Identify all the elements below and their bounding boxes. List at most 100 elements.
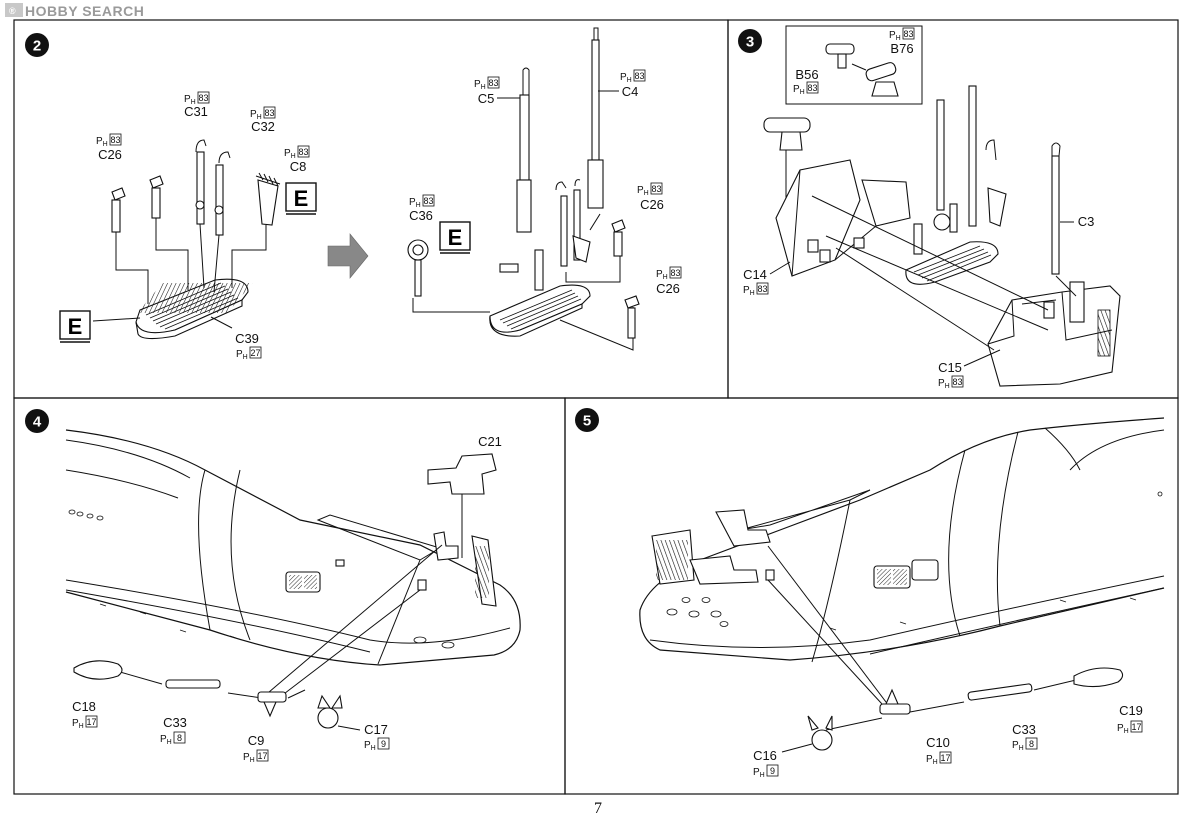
next-arrow-icon	[327, 233, 369, 279]
label-c39: C39 PH 27	[235, 331, 262, 361]
svg-text:17: 17	[1131, 722, 1141, 732]
svg-text:3: 3	[746, 34, 754, 51]
svg-text:83: 83	[264, 108, 274, 118]
svg-text:C39: C39	[235, 331, 259, 346]
deck-hatch-lines	[145, 282, 239, 330]
svg-text:C31: C31	[184, 104, 208, 119]
label-b76: PH 83 B76	[889, 27, 915, 56]
svg-text:83: 83	[634, 71, 644, 81]
svg-text:PH: PH	[284, 148, 296, 160]
svg-text:83: 83	[110, 135, 120, 145]
step-3: 3 PH 83 B76 B56 PH 83	[738, 25, 1121, 390]
part-c26-left	[111, 187, 126, 233]
svg-text:4: 4	[33, 414, 42, 431]
step-number-badge: 5	[575, 408, 599, 432]
label-c4: PH 83 C4	[598, 69, 646, 99]
svg-text:C26: C26	[640, 197, 664, 212]
step-number-badge: 4	[25, 409, 49, 433]
svg-text:C15: C15	[938, 360, 962, 375]
label-c15: C15 PH 83	[938, 349, 1001, 390]
svg-text:E: E	[294, 186, 309, 211]
svg-text:17: 17	[940, 753, 950, 763]
svg-text:PH: PH	[96, 136, 108, 148]
label-c8: PH 83 C8	[284, 145, 310, 174]
svg-text:C32: C32	[251, 119, 275, 134]
assembly-arrows	[811, 195, 1077, 351]
svg-text:PH: PH	[637, 185, 649, 197]
part-c8	[255, 172, 281, 226]
step-number: 2	[33, 38, 41, 55]
step4-leaders	[119, 494, 463, 701]
svg-text:PH: PH	[474, 79, 486, 91]
panel-step-5	[564, 397, 1179, 795]
svg-text:PH: PH	[1117, 723, 1129, 735]
step-number-badge: 3	[738, 29, 762, 53]
svg-text:PH: PH	[243, 752, 255, 764]
svg-text:C36: C36	[409, 208, 433, 223]
ship-hull-bow	[65, 429, 521, 666]
svg-text:C33: C33	[1012, 722, 1036, 737]
label-c26: PH 83 C26	[96, 133, 122, 162]
watermark-text: HOBBY SEARCH	[25, 3, 144, 19]
svg-text:PH: PH	[743, 285, 755, 297]
svg-text:C26: C26	[656, 281, 680, 296]
part-c9	[257, 691, 287, 718]
part-c18	[73, 660, 123, 680]
svg-text:PH: PH	[753, 767, 765, 779]
svg-text:C14: C14	[743, 267, 767, 282]
svg-text:PH: PH	[160, 734, 172, 746]
svg-text:C3: C3	[1078, 214, 1095, 229]
svg-text:PH: PH	[656, 269, 668, 281]
svg-text:17: 17	[86, 717, 96, 727]
svg-text:®: ®	[9, 6, 16, 16]
svg-text:83: 83	[488, 78, 498, 88]
svg-text:B76: B76	[890, 41, 913, 56]
step-4: 4	[25, 409, 521, 764]
label-c36: PH 83 C36	[409, 194, 435, 223]
svg-text:C10: C10	[926, 735, 950, 750]
svg-text:83: 83	[670, 268, 680, 278]
label-c5: PH 83 C5	[474, 76, 520, 106]
watermark: ® HOBBY SEARCH	[5, 3, 144, 19]
svg-text:PH: PH	[364, 740, 376, 752]
svg-text:E: E	[448, 225, 463, 250]
label-c10: C10 PH 17	[926, 735, 952, 766]
svg-text:E: E	[68, 314, 83, 339]
label-c16: C16 PH 9	[753, 743, 813, 779]
label-b56: B56 PH 83	[793, 67, 819, 96]
part-c26-right-b	[624, 295, 640, 339]
assembly-leaders	[92, 218, 267, 329]
label-c33: C33 PH 8	[1012, 722, 1038, 752]
step-number-badge: 2	[25, 33, 49, 57]
part-c15-hull	[987, 281, 1121, 387]
runner-e-badge: E	[59, 310, 91, 343]
svg-text:C26: C26	[98, 147, 122, 162]
svg-text:PH: PH	[184, 94, 196, 106]
svg-text:C21: C21	[478, 434, 502, 449]
part-b56-b76	[825, 43, 899, 97]
label-c17: C17 PH 9	[337, 722, 390, 752]
part-c39-deck	[135, 278, 253, 340]
svg-text:83: 83	[903, 29, 913, 39]
label-c9: C9 PH 17	[243, 733, 269, 764]
svg-text:9: 9	[381, 739, 386, 749]
step-2: 2	[25, 27, 682, 361]
part-c32	[214, 151, 231, 236]
label-c26-right-b: PH 83 C26	[656, 266, 682, 296]
svg-text:83: 83	[952, 377, 962, 387]
svg-text:8: 8	[177, 733, 182, 743]
part-c33-rod-right	[967, 683, 1033, 701]
svg-text:8: 8	[1029, 739, 1034, 749]
svg-text:83: 83	[198, 93, 208, 103]
label-c3: C3	[1060, 214, 1094, 229]
svg-text:83: 83	[757, 284, 767, 294]
label-c18: C18 PH 17	[72, 699, 98, 730]
svg-text:C9: C9	[248, 733, 265, 748]
svg-text:17: 17	[257, 751, 267, 761]
label-c19: C19 PH 17	[1117, 703, 1143, 735]
label-c31: PH 83 C31	[184, 91, 210, 119]
part-c21-mast-plate	[427, 453, 497, 607]
svg-text:B56: B56	[795, 67, 818, 82]
part-c3-mast	[1051, 142, 1061, 275]
